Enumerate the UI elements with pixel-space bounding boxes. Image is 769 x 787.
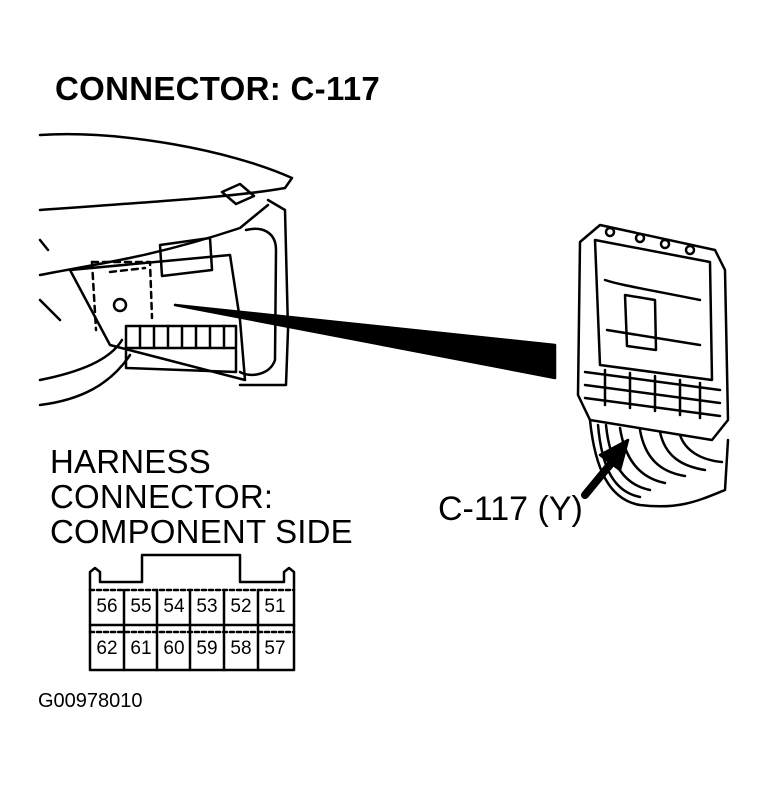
ecu-mount-4	[684, 244, 696, 256]
harness-label-line2: CONNECTOR:	[50, 478, 274, 515]
ecu-center-tab	[623, 293, 658, 352]
ecu-mount-3	[659, 238, 671, 250]
ecu-slot-dividers	[603, 368, 702, 420]
connector-callout-label: C-117 (Y)	[438, 490, 583, 528]
pin-label: 57	[264, 638, 286, 659]
dashed-bracket-left	[90, 260, 98, 332]
screw	[112, 297, 128, 313]
harness-label-line1: HARNESS	[50, 443, 211, 480]
dashed-bracket-inner	[108, 266, 147, 274]
harness-label-line3: COMPONENT SIDE	[50, 513, 353, 550]
dashboard-face-inner	[238, 227, 278, 377]
ecu-mount-2	[634, 232, 646, 244]
ecu-inner-lines	[603, 278, 702, 347]
dashboard-face	[238, 198, 290, 387]
pin-label: 52	[230, 596, 252, 617]
figure-id: G00978010	[38, 690, 143, 712]
harness-connector-label: HARNESS CONNECTOR: COMPONENT SIDE	[50, 444, 353, 549]
pin-label: 62	[96, 638, 118, 659]
ecu-top-ridge	[593, 238, 714, 382]
dashed-bracket-top	[90, 260, 154, 320]
ecu-mount-1	[604, 226, 616, 238]
ecu-slots-row1	[583, 370, 722, 418]
wire-bundle	[588, 418, 730, 508]
pin-label: 60	[163, 638, 185, 659]
connector-pin-grid: 56 55 54 53 52 51 62 61 60 59 58 57	[90, 580, 296, 668]
pin-label: 51	[264, 596, 286, 617]
panel-vent	[158, 236, 214, 278]
pin-label: 59	[196, 638, 218, 659]
dashboard-lower-curve	[38, 203, 270, 277]
dash-connector-base	[124, 346, 238, 374]
panel-outline	[68, 253, 247, 382]
diagram-title: CONNECTOR: C-117	[55, 70, 381, 107]
pin-label: 55	[130, 596, 152, 617]
callout-arrow-head	[598, 438, 630, 472]
side-strip	[38, 238, 62, 322]
connector-face-outline	[88, 553, 296, 672]
hand-outline-2	[38, 353, 132, 407]
pin-label: 54	[163, 596, 185, 617]
pin-label: 56	[96, 596, 118, 617]
dash-connector-lines	[138, 324, 226, 350]
pointer-wedge	[173, 303, 557, 380]
hand-outline	[38, 338, 124, 382]
connector-col-dividers	[122, 588, 260, 672]
pin-label: 53	[196, 596, 218, 617]
pin-label: 61	[130, 638, 152, 659]
top-tab	[220, 182, 256, 206]
pin-label: 58	[230, 638, 252, 659]
dashboard-top-outline	[38, 132, 294, 212]
